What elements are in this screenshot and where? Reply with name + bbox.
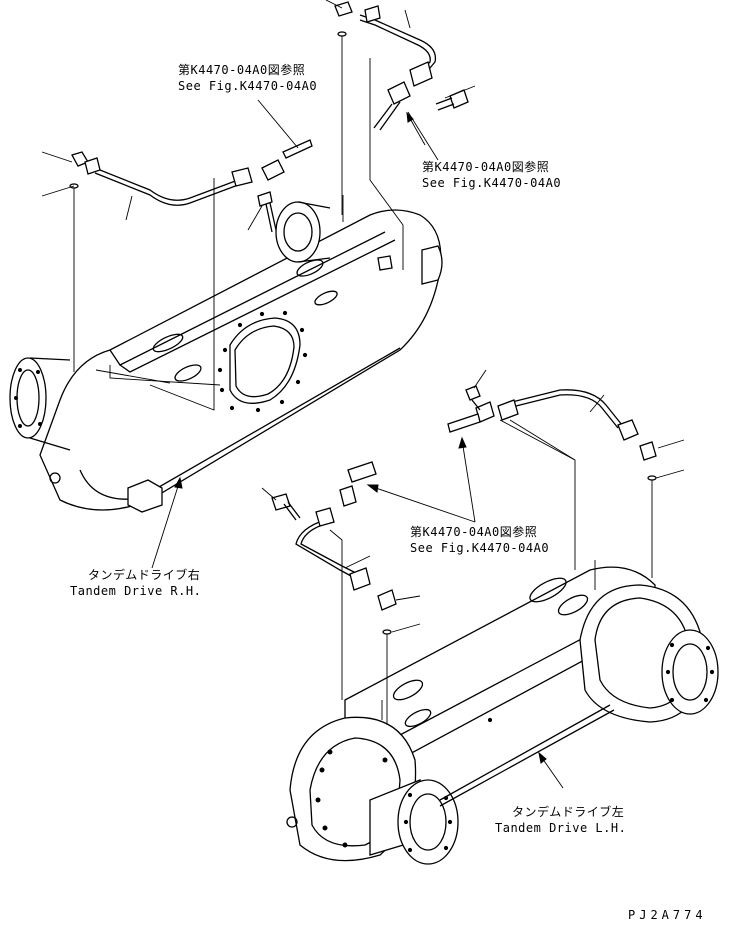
bolt-holes — [217, 310, 308, 413]
rh-piping — [41, 99, 313, 372]
ref-label-low-en: See Fig.K4470-04A0 — [410, 541, 550, 555]
ref-label-mid-jp: 第K4470-04A0図参照 — [422, 160, 550, 174]
ref-label-top-jp: 第K4470-04A0図参照 — [178, 63, 306, 77]
tandem-drive-lh-label-jp: タンデムドライブ左 — [512, 805, 625, 819]
tandem-drive-lh-label-en: Tandem Drive L.H. — [495, 821, 627, 835]
lh-piping — [261, 369, 685, 725]
callout-leaders — [151, 111, 564, 789]
tandem-drive-rh-label-en: Tandem Drive R.H. — [70, 584, 202, 598]
drawing-code: PJ2A774 — [628, 908, 707, 922]
tandem-drive-lh — [286, 419, 719, 865]
ref-label-top-en: See Fig.K4470-04A0 — [178, 79, 318, 93]
top-piping — [325, 0, 476, 215]
tandem-drive-rh-label-jp: タンデムドライブ右 — [88, 568, 201, 582]
ref-label-mid-en: See Fig.K4470-04A0 — [422, 176, 562, 190]
ref-label-low-jp: 第K4470-04A0図参照 — [410, 525, 538, 539]
tandem-drive-rh — [9, 58, 443, 513]
